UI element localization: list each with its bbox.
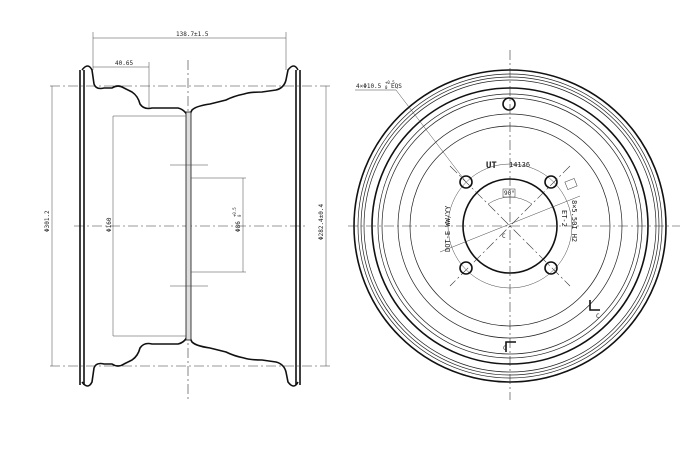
section-arrow-right: [589, 300, 600, 311]
valve-hole: [502, 97, 516, 111]
rim-profile-top: [81, 65, 299, 121]
section-mark-right: C: [596, 313, 600, 320]
center-bore-label: Φ86: [235, 221, 242, 232]
side-view: 138.7±1.5 40.65 Φ301.2 Φ160 Φ86 +0.5 0: [44, 31, 330, 400]
bolt-hole: [544, 175, 558, 189]
left-flange: [79, 70, 85, 385]
angle-box: [502, 188, 516, 198]
rim-size-mark: 8×5.50I H2: [570, 200, 578, 242]
center-section-mark: C: [502, 233, 506, 240]
bolt-hole: [544, 261, 558, 275]
offset-mark: ET-2: [560, 210, 568, 227]
bolt-holes-note: 4×Φ10.5: [356, 83, 382, 90]
flange-diameter-label: Φ301.2: [44, 210, 51, 232]
brand-mark: UT: [486, 161, 497, 171]
marking-line: [439, 195, 581, 253]
disc: [185, 111, 192, 341]
bolt-holes-tolerance: +0.5: [385, 80, 395, 85]
bolt-holes-suffix: EQS: [391, 83, 402, 90]
section-arrow-bottom: [505, 341, 516, 352]
right-flange: [295, 70, 301, 385]
rim-profile-bottom: [81, 331, 299, 387]
bolt-hole: [459, 261, 473, 275]
angle-label: 90°: [504, 190, 515, 197]
section-mark-bottom: C: [503, 345, 507, 352]
bead-seat-diameter-label: Φ282.4±0.4: [318, 203, 325, 240]
bolt-holes-tolerance-low: 0: [385, 85, 388, 90]
overall-width-label: 138.7±1.5: [176, 31, 209, 38]
stamp-box: [564, 178, 578, 190]
flange-offset-label: 40.65: [115, 60, 133, 67]
front-view: 4×Φ10.5 +0.5 0 EQS UT 14136 90° C 8×5.50…: [348, 50, 680, 400]
dot-mark: DOT-E WW/YY: [444, 205, 452, 252]
part-number: 14136: [509, 161, 530, 169]
center-bore-tolerance-low: 0: [237, 214, 242, 217]
disc-diameter-label: Φ160: [106, 217, 113, 232]
bolt-hole-leader: [395, 89, 467, 183]
bolt-hole: [459, 175, 473, 189]
center-bore-tolerance: +0.5: [232, 207, 237, 217]
